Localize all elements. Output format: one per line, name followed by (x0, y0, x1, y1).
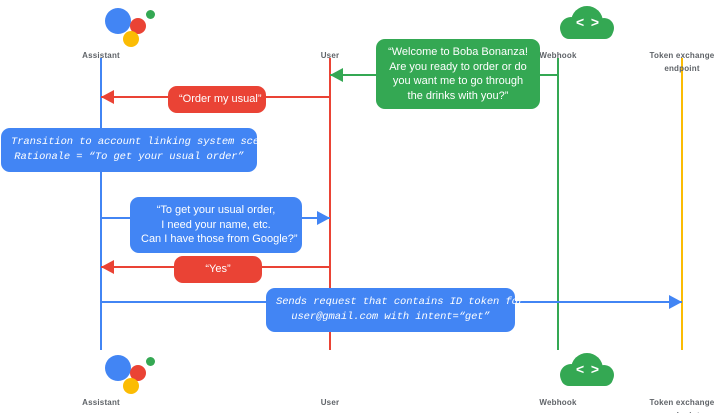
actor-user-top: User (270, 4, 390, 61)
message-bubble-order-my-usual: “Order my usual” (168, 86, 266, 113)
actor-assistant-top: Assistant (41, 4, 161, 61)
bubble-line: Can I have those from Google?” (141, 233, 298, 245)
bubble-line: I need your name, etc. (161, 218, 271, 231)
message-bubble-welcome: “Welcome to Boba Bonanza! Are you ready … (376, 39, 540, 109)
bubble-line: Are you ready to order or do (389, 60, 527, 73)
actor-label-assistant: Assistant (82, 51, 120, 60)
token-download-icon (622, 351, 725, 395)
actor-assistant-bottom: Assistant (41, 351, 161, 408)
actor-webhook-top: < > Webhook (498, 4, 618, 61)
bubble-line: “Yes” (205, 263, 231, 275)
actor-label-webhook: Webhook (539, 51, 577, 60)
arrow-head-welcome (330, 68, 343, 82)
actor-endpoint-top: Token exchange endpoint (622, 4, 725, 74)
message-note-send-id-token: Sends request that contains ID token for… (266, 288, 525, 332)
note-line: Sends request that contains ID token for (276, 296, 525, 308)
actor-label-endpoint-line2: endpoint (622, 411, 725, 413)
bubble-line: you want me to go through (392, 75, 524, 87)
actor-user-bottom: User (270, 351, 390, 408)
actor-webhook-bottom: < > Webhook (498, 351, 618, 408)
google-assistant-icon (41, 351, 161, 395)
bubble-line: “Welcome to Boba Bonanza! (388, 46, 528, 58)
actor-label-endpoint-line1: Token exchange (649, 398, 715, 407)
cloud-code-icon: < > (498, 4, 618, 48)
arrow-head-ask-for-name (317, 211, 330, 225)
lifeline-assistant (100, 58, 102, 350)
lifeline-user (329, 58, 331, 350)
arrow-head-yes (101, 260, 114, 274)
message-bubble-yes: “Yes” (174, 256, 262, 283)
code-brackets-glyph: < > (575, 16, 599, 32)
bubble-line: “To get your usual order, (156, 204, 276, 216)
actor-endpoint-bottom: Token exchange endpoint (622, 351, 725, 413)
google-assistant-icon (41, 4, 161, 48)
note-line: Transition to account linking system sce… (11, 136, 278, 148)
bubble-line: the drinks with you?” (407, 89, 509, 102)
message-bubble-ask-for-name: “To get your usual order, I need your na… (130, 197, 302, 253)
note-line: user@gmail.com with intent=“get” (291, 311, 490, 323)
code-brackets-glyph: < > (575, 363, 599, 379)
cloud-code-icon: < > (498, 351, 618, 395)
user-avatar-icon (270, 351, 390, 395)
actor-label-endpoint-line1: Token exchange (649, 51, 715, 60)
bubble-line: “Order my usual” (179, 93, 262, 105)
token-download-icon (622, 4, 725, 48)
actor-label-webhook: Webhook (539, 398, 577, 407)
message-note-transition: Transition to account linking system sce… (1, 128, 278, 172)
actor-label-assistant: Assistant (82, 398, 120, 407)
actor-label-user: User (320, 398, 340, 407)
note-line: Rationale = “To get your usual order” (14, 151, 244, 163)
lifeline-endpoint (681, 58, 683, 350)
actor-label-user: User (320, 51, 340, 60)
arrow-head-order-my-usual (101, 90, 114, 104)
arrow-head-send-id-token (669, 295, 682, 309)
user-avatar-icon (270, 4, 390, 48)
lifeline-webhook (557, 58, 559, 350)
actor-label-endpoint-line2: endpoint (664, 64, 700, 73)
